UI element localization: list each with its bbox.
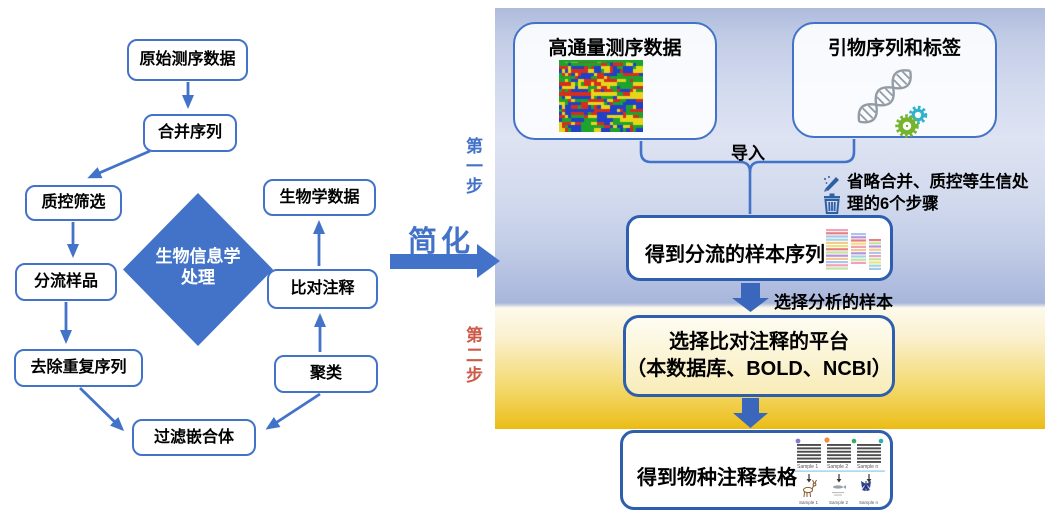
butterfly-glyph bbox=[861, 481, 871, 491]
box-platform: 选择比对注释的平台 （本数据库、BOLD、NCBI） bbox=[623, 315, 895, 397]
diamond-bioinformatics bbox=[123, 193, 273, 346]
gear-icon-green bbox=[895, 114, 919, 138]
box-result-split: 得到分流的样本序列 bbox=[626, 215, 893, 281]
box-result-table: 得到物种注释表格 Sample 1 Sample 2 Sample n bbox=[620, 430, 893, 510]
node-align: 比对注释 bbox=[267, 269, 378, 309]
species-table-icon: Sample 1 Sample 2 Sample n bbox=[795, 437, 885, 505]
dna-gears-icon bbox=[857, 69, 928, 138]
platform-line2: （本数据库、BOLD、NCBI） bbox=[626, 358, 892, 380]
sequencing-heatmap-icon bbox=[559, 60, 643, 132]
node-qc: 质控筛选 bbox=[25, 185, 122, 221]
edit-pen-icon bbox=[824, 176, 839, 192]
select-sample-label: 选择分析的样本 bbox=[774, 293, 893, 312]
node-cluster: 聚类 bbox=[274, 355, 378, 393]
box-primer-tags: 引物序列和标签 bbox=[792, 22, 997, 138]
node-demux: 分流样品 bbox=[15, 263, 117, 301]
node-raw-data: 原始测序数据 bbox=[127, 39, 248, 81]
fish-glyph bbox=[832, 485, 846, 496]
node-dedup: 去除重复序列 bbox=[14, 349, 143, 387]
svg-text:Sample 2: Sample 2 bbox=[827, 464, 848, 470]
simplify-label: 简化 bbox=[408, 226, 475, 258]
down-arrow-1 bbox=[732, 283, 769, 312]
sample-stripes-icon bbox=[826, 229, 881, 270]
simplify-arrow bbox=[390, 244, 500, 278]
box-primer-title: 引物序列和标签 bbox=[827, 38, 961, 59]
import-label: 导入 bbox=[731, 144, 765, 163]
node-chimera: 过滤嵌合体 bbox=[132, 419, 256, 456]
svg-text:Sample 1: Sample 1 bbox=[799, 500, 819, 505]
result-table-title: 得到物种注释表格 bbox=[637, 467, 797, 489]
box-hts-title: 高通量测序数据 bbox=[548, 38, 682, 59]
down-arrow-2 bbox=[733, 398, 768, 428]
node-merge: 合并序列 bbox=[143, 114, 237, 152]
svg-text:Sample n: Sample n bbox=[859, 500, 879, 505]
platform-line1: 选择比对注释的平台 bbox=[668, 331, 849, 353]
trash-icon bbox=[824, 193, 840, 214]
step1-label: 第一步 bbox=[463, 137, 482, 197]
box-hts-data: 高通量测序数据 bbox=[513, 22, 717, 140]
svg-text:Sample 2: Sample 2 bbox=[829, 500, 849, 505]
svg-text:Sample 1: Sample 1 bbox=[797, 464, 818, 470]
node-biodata: 生物学数据 bbox=[263, 179, 376, 216]
deer-glyph bbox=[803, 479, 817, 498]
svg-text:Sample n: Sample n bbox=[857, 464, 878, 470]
step2-label: 第二步 bbox=[463, 326, 482, 386]
gear-icon-teal bbox=[908, 105, 928, 125]
note-text: 省略合并、质控等生信处 理的6个步骤 bbox=[847, 173, 1029, 213]
diamond-label: 生物信息学 处理 bbox=[155, 247, 241, 287]
result-split-title: 得到分流的样本序列 bbox=[645, 244, 825, 266]
